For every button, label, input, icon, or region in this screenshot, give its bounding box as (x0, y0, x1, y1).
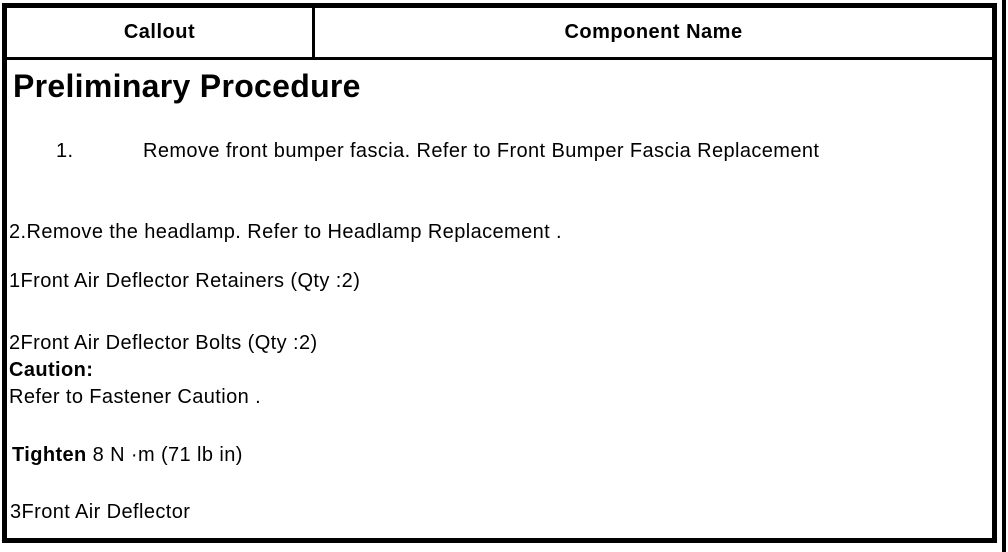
step-1-number: 1. (56, 140, 74, 162)
table-header-row: Callout Component Name (7, 8, 992, 60)
callout-1-text: 1Front Air Deflector Retainers (Qty :2) (9, 270, 361, 292)
page-edge-line (1002, 0, 1006, 552)
step-2-text: 2.Remove the headlamp. Refer to Headlamp… (9, 221, 562, 243)
tighten-value: 8 N ·m (71 lb in) (86, 444, 243, 466)
header-cell-callout: Callout (7, 8, 315, 57)
table-frame: Callout Component Name (2, 3, 997, 543)
header-cell-component-name: Component Name (564, 21, 743, 43)
caution-text: Refer to Fastener Caution . (9, 386, 262, 408)
callout-3-text: 3Front Air Deflector (10, 501, 191, 523)
preliminary-procedure-heading: Preliminary Procedure (13, 68, 361, 104)
callout-2-text: 2Front Air Deflector Bolts (Qty :2) (9, 332, 318, 354)
tighten-spec: Tighten 8 N ·m (71 lb in) (12, 444, 243, 467)
caution-label: Caution: (9, 359, 94, 381)
step-1-text: Remove front bumper fascia. Refer to Fro… (143, 140, 820, 162)
tighten-label: Tighten (12, 444, 87, 466)
